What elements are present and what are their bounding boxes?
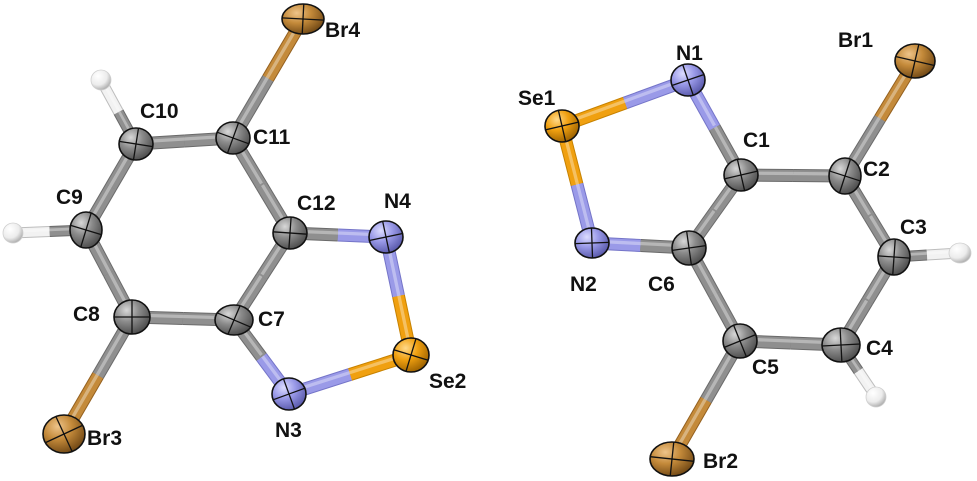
atom-c11 <box>215 121 251 155</box>
atom-n1 <box>670 63 706 97</box>
atom-c10 <box>118 127 154 161</box>
atom-c4 <box>821 327 861 363</box>
atom-br2 <box>649 441 695 477</box>
atom-label-br1: Br1 <box>838 29 873 52</box>
atom-c7 <box>214 304 254 336</box>
bond-C5-Br2 <box>666 337 746 463</box>
atom-c1 <box>723 158 759 192</box>
atom-h9 <box>2 222 24 244</box>
atom-label-c10: C10 <box>140 100 179 123</box>
atom-label-c3: C3 <box>900 216 927 239</box>
atom-label-c8: C8 <box>73 303 100 326</box>
bond-Br4-C11 <box>227 15 309 142</box>
atom-label-br2: Br2 <box>703 450 738 473</box>
atom-br3 <box>42 414 86 454</box>
atom-label-c9: C9 <box>56 186 83 209</box>
atom-label-se2: Se2 <box>429 370 466 393</box>
atom-c5 <box>722 323 758 359</box>
atom-h3 <box>948 242 972 264</box>
atom-c9 <box>69 211 103 249</box>
atom-br1 <box>894 43 936 79</box>
atom-label-c11: C11 <box>253 126 291 149</box>
atom-label-c1: C1 <box>743 129 770 152</box>
atom-se1 <box>544 109 580 143</box>
bond-N1-Se1 <box>559 73 691 133</box>
atom-c3 <box>877 238 911 276</box>
atom-n2 <box>574 227 610 259</box>
atom-label-n2: N2 <box>570 273 597 296</box>
atom-c6 <box>671 230 707 266</box>
atom-label-c4: C4 <box>866 337 893 360</box>
atom-label-n1: N1 <box>676 42 703 65</box>
atom-label-br4: Br4 <box>325 19 360 42</box>
atom-label-c12: C12 <box>297 192 336 215</box>
atom-label-n3: N3 <box>275 419 302 442</box>
atom-br4 <box>281 3 325 35</box>
atom-se2 <box>392 337 430 373</box>
atom-n3 <box>271 377 307 411</box>
atom-c8 <box>113 299 151 335</box>
atom-n4 <box>368 220 404 254</box>
atom-h10 <box>90 69 112 91</box>
atom-label-c7: C7 <box>258 308 285 331</box>
atom-label-c6: C6 <box>648 273 675 296</box>
atom-label-n4: N4 <box>384 190 411 213</box>
atoms-left <box>2 3 430 454</box>
atom-label-br3: Br3 <box>87 427 122 450</box>
atoms-right <box>544 43 972 477</box>
bonds-layer <box>12 15 961 463</box>
atom-h4 <box>865 386 887 408</box>
atom-label-c5: C5 <box>752 356 779 379</box>
atom-label-se1: Se1 <box>518 87 556 110</box>
atoms-layer <box>2 3 972 477</box>
atom-c12 <box>272 216 308 250</box>
bond-C8-Br3 <box>58 313 138 438</box>
atom-label-c2: C2 <box>863 158 890 181</box>
atom-c2 <box>828 157 862 195</box>
